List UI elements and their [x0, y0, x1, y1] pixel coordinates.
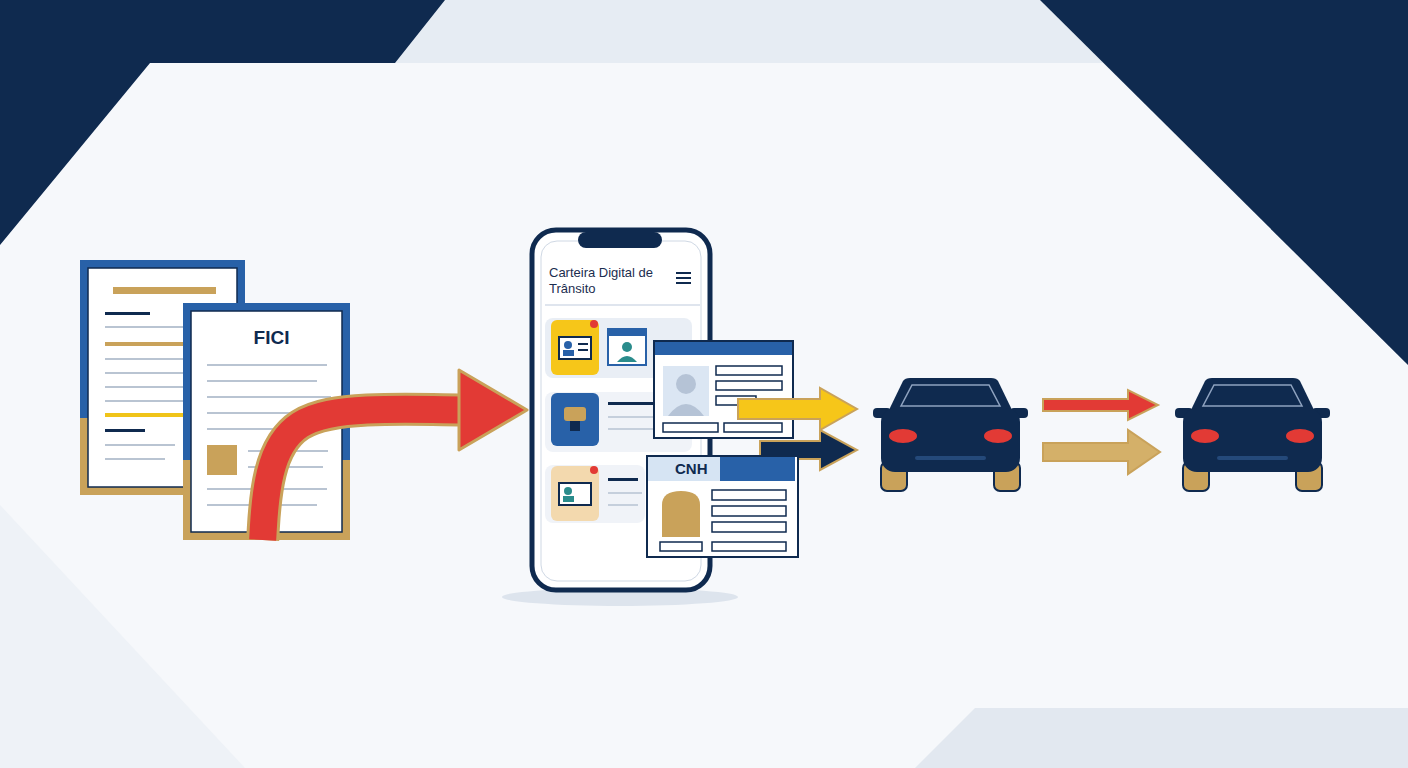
card-art: [648, 457, 795, 556]
document-box: FICI: [183, 303, 360, 540]
back-document-part: [105, 444, 175, 446]
node-text: Carteira Digital de Trânsito: [549, 265, 667, 296]
backdrop-part: [0, 505, 245, 768]
backdrop-part: [0, 63, 1408, 768]
backdrop-part: [915, 708, 1408, 768]
front-document-part: [207, 380, 317, 382]
card-detail: [712, 506, 786, 516]
arrow-head: [459, 370, 527, 450]
phone-part: [570, 421, 580, 431]
front-document-part: [207, 364, 327, 366]
car-arrows: [1043, 390, 1160, 474]
phone-part: [608, 492, 642, 494]
photo-card: [654, 341, 793, 438]
phone-part: [608, 329, 646, 365]
phone-part: [578, 343, 588, 345]
card-detail: [712, 522, 786, 532]
photo-card-part: [655, 342, 792, 355]
phone-part: [676, 282, 691, 284]
phone-part: [608, 478, 638, 481]
photo-card-part: [663, 366, 709, 416]
backdrop-part: [0, 0, 445, 245]
license-card: CNH: [646, 455, 799, 558]
car-2: [1175, 378, 1330, 491]
node-text: CNH: [648, 457, 797, 481]
phone-part: [590, 466, 598, 474]
phone-part: [563, 496, 574, 502]
phone-part: [608, 504, 638, 506]
phone-part: [578, 232, 662, 248]
back-document-part: [105, 429, 145, 432]
phone-part: [559, 337, 591, 359]
back-document-part: [105, 458, 165, 460]
arrow-body: [263, 409, 459, 540]
phone-part: [563, 350, 574, 356]
photo-card-part: [654, 341, 793, 438]
card-detail: [712, 490, 786, 500]
photo-card-part: [724, 423, 782, 432]
phone-part: [608, 402, 658, 405]
back-document-part: [105, 413, 190, 417]
phone-part: [578, 349, 588, 351]
front-document-part: [207, 445, 237, 475]
phone-part: [545, 304, 700, 306]
front-document-part: [207, 396, 331, 398]
phone-part: [617, 356, 637, 362]
car-arrows-part: [1043, 430, 1160, 474]
card-detail: [660, 542, 702, 551]
card-arrows-part: [738, 388, 857, 430]
card-detail: [712, 542, 786, 551]
photo-card-part: [716, 381, 782, 390]
card-detail: [662, 491, 700, 537]
phone-part: [532, 230, 710, 590]
back-document-part: [105, 312, 150, 315]
phone-part: [622, 342, 632, 352]
phone-part: [564, 407, 586, 421]
photo-card-part: [663, 423, 718, 432]
phone-part: [551, 320, 599, 375]
phone-part: [676, 272, 691, 274]
phone-part: [564, 341, 572, 349]
photo-card-part: [668, 404, 704, 416]
phone-part: [564, 487, 572, 495]
photo-card-part: [676, 374, 696, 394]
card-detail: [648, 457, 795, 481]
phone-part: [559, 483, 591, 505]
phone-part: [590, 320, 598, 328]
backdrop-part: [1040, 0, 1408, 365]
phone-part: [608, 329, 646, 336]
node-text: FICI: [183, 303, 360, 349]
phone-part: [551, 393, 599, 446]
flow-arrow: [263, 370, 527, 540]
car-arrows-part: [1043, 390, 1158, 420]
phone-part: [676, 277, 691, 279]
phone-part: [551, 466, 599, 521]
phone-part: [545, 465, 645, 523]
back-document-part: [113, 287, 216, 294]
car-1: [873, 378, 1028, 491]
arrow-outline: [263, 409, 459, 540]
photo-card-part: [716, 366, 782, 375]
